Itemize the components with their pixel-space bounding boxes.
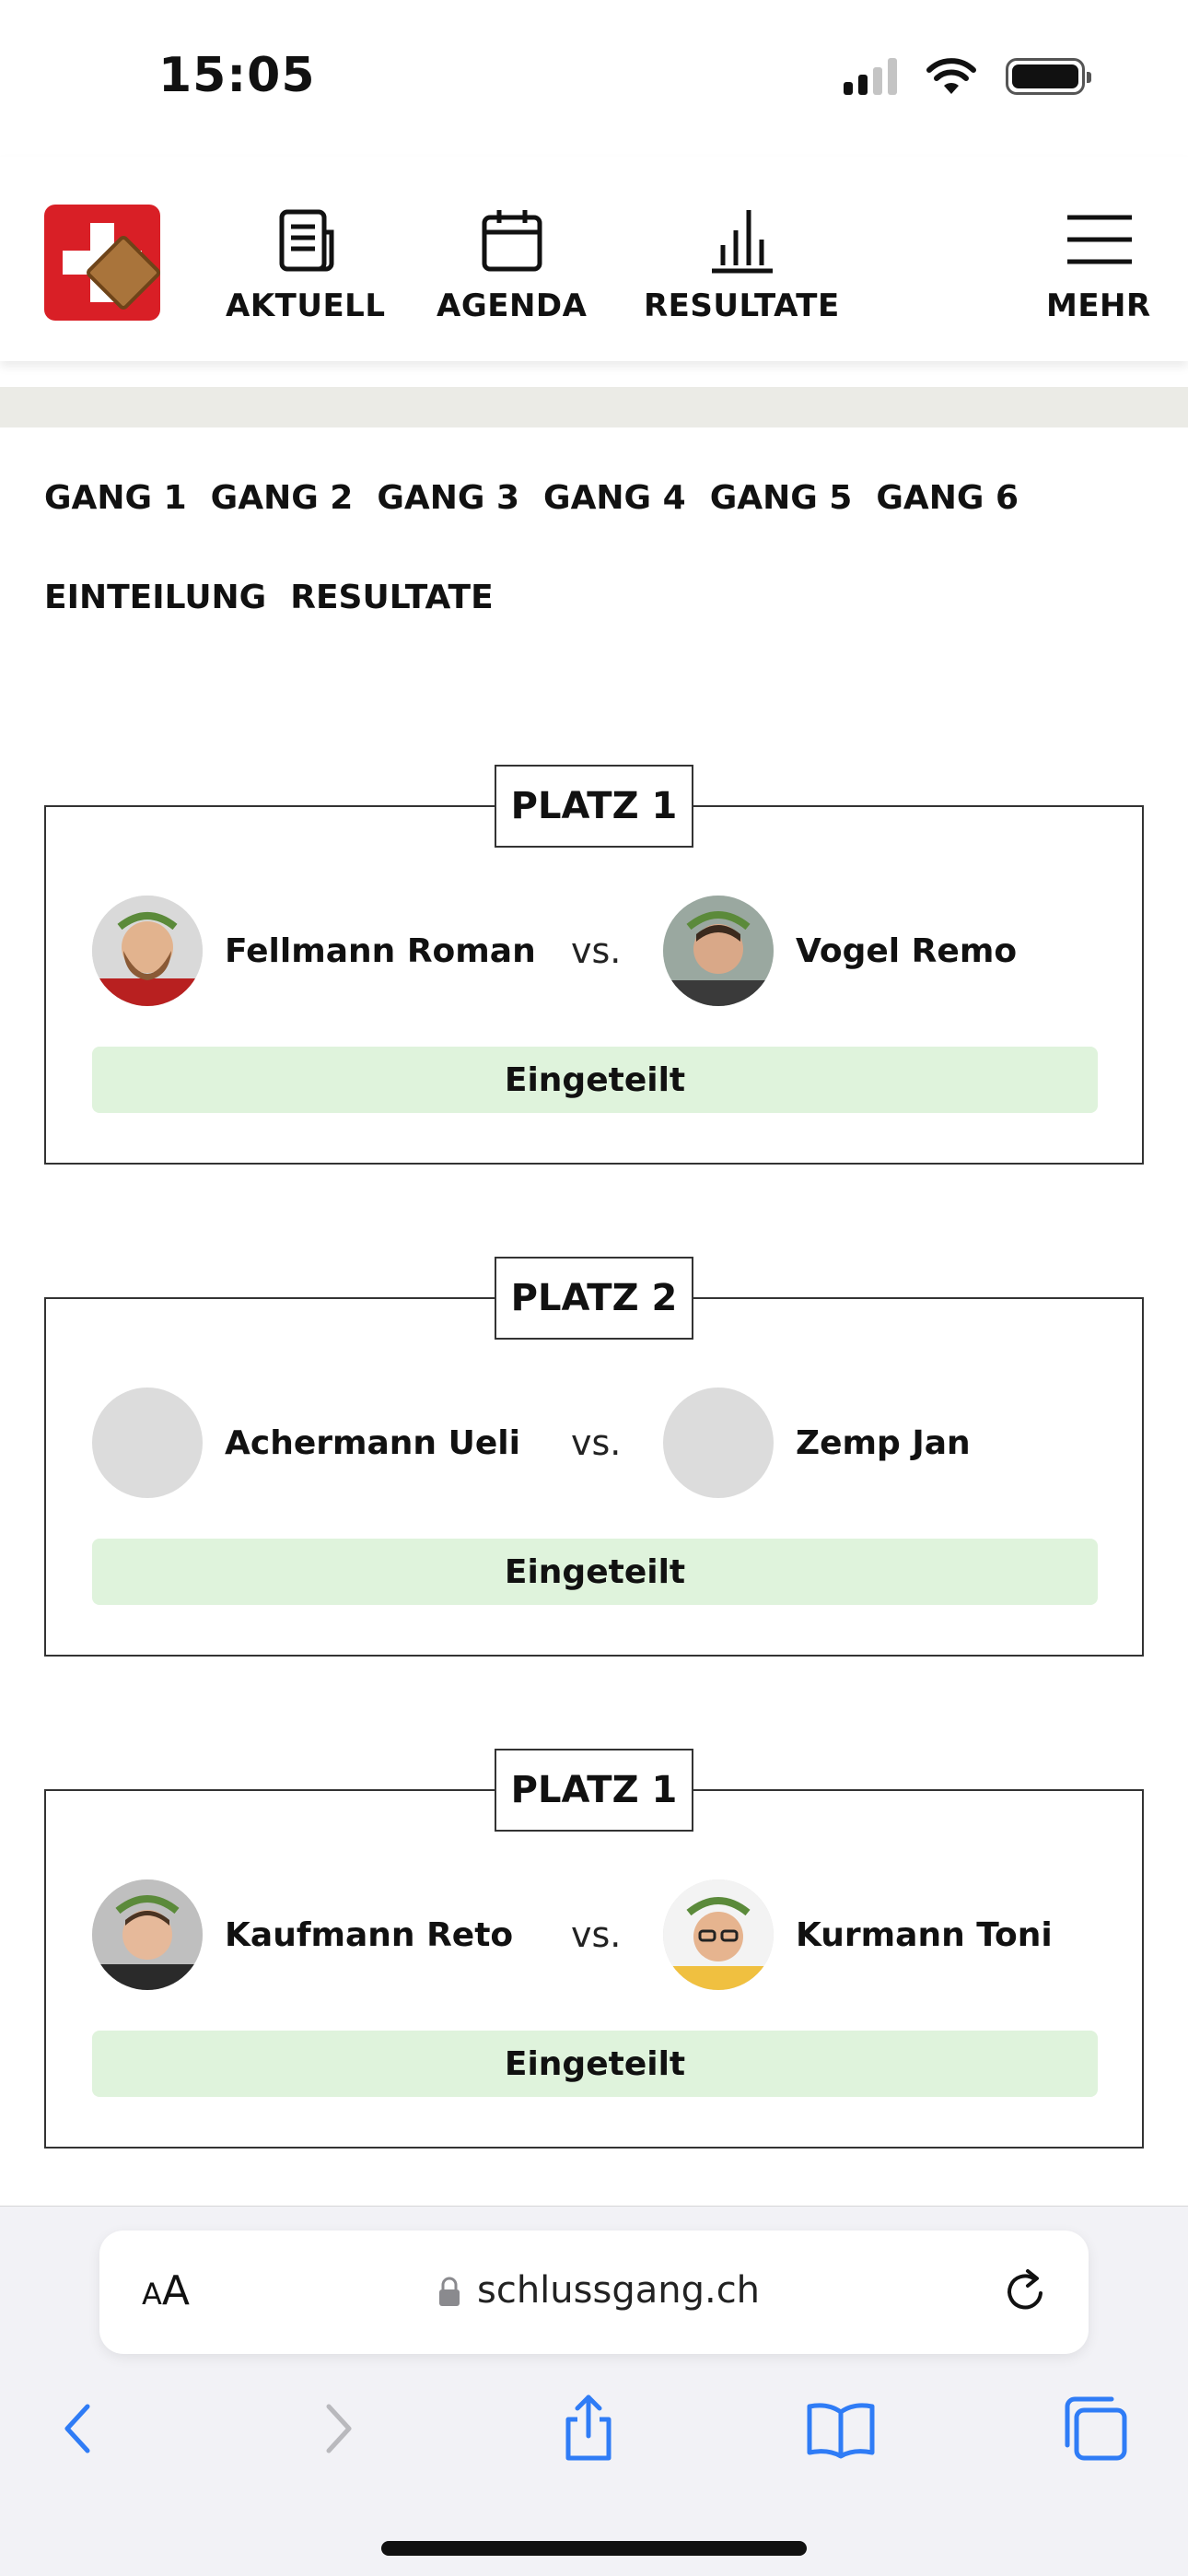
nav-mehr[interactable]: MEHR: [1046, 205, 1151, 324]
share-button[interactable]: [547, 2387, 630, 2470]
player-photo-icon: [663, 1879, 774, 1990]
url-text: schlussgang.ch: [477, 2269, 761, 2312]
nav-agenda[interactable]: AGENDA: [437, 205, 587, 324]
tab-resultate[interactable]: RESULTATE: [290, 579, 494, 616]
book-icon: [807, 2403, 875, 2459]
player-name: Zemp Jan: [796, 1423, 971, 1462]
player-photo-icon: [663, 896, 774, 1006]
top-navigation: AKTUELL AGENDA RESULTATE MEHR: [0, 157, 1188, 361]
sub-tabs: EINTEILUNG RESULTATE: [44, 579, 494, 616]
reload-icon[interactable]: [1000, 2266, 1052, 2317]
nav-aktuell-label: AKTUELL: [226, 287, 386, 324]
player-avatar-placeholder: [663, 1388, 774, 1498]
bar-chart-icon: [712, 210, 774, 274]
player-name: Kurmann Toni: [796, 1915, 1053, 1954]
aa-small-label: A: [142, 2277, 162, 2312]
player-name: Vogel Remo: [796, 931, 1018, 970]
player-name: Fellmann Roman: [225, 931, 536, 970]
match-card: PLATZ 2 Achermann Ueli vs. Zemp Jan Eing…: [44, 1257, 1144, 1657]
forward-button[interactable]: [297, 2387, 379, 2470]
versus-label: vs.: [571, 931, 622, 971]
lock-icon: [439, 2277, 460, 2306]
match-title: PLATZ 1: [495, 1749, 693, 1832]
match-card: PLATZ 1 Kaufmann Reto vs. Kurmann: [44, 1749, 1144, 2149]
wifi-icon: [926, 58, 976, 94]
nav-mehr-label: MEHR: [1046, 287, 1151, 324]
status-time: 15:05: [158, 48, 316, 103]
tab-gang-1[interactable]: GANG 1: [44, 479, 187, 517]
player-name: Achermann Ueli: [225, 1423, 520, 1462]
player-left[interactable]: Fellmann Roman: [92, 896, 536, 1006]
back-button[interactable]: [37, 2387, 120, 2470]
versus-label: vs.: [571, 1914, 622, 1955]
status-badge: Eingeteilt: [92, 1047, 1098, 1113]
nav-agenda-label: AGENDA: [437, 287, 588, 324]
home-indicator: [381, 2541, 807, 2556]
battery-icon: [1006, 58, 1091, 95]
section-divider-band: [0, 387, 1188, 427]
schlussgang-logo[interactable]: [44, 205, 160, 321]
tab-gang-5[interactable]: GANG 5: [709, 479, 853, 517]
tab-gang-2[interactable]: GANG 2: [210, 479, 354, 517]
status-bar: 15:05: [0, 0, 1188, 157]
calendar-icon: [482, 210, 542, 272]
status-badge: Eingeteilt: [92, 2031, 1098, 2097]
player-avatar: [663, 1879, 774, 1990]
player-avatar: [92, 1879, 203, 1990]
player-avatar: [663, 896, 774, 1006]
chevron-right-icon: [326, 2404, 352, 2453]
player-photo-icon: [92, 896, 203, 1006]
address-bar[interactable]: AA schlussgang.ch: [99, 2231, 1089, 2354]
share-icon: [565, 2395, 611, 2461]
player-right[interactable]: Zemp Jan: [663, 1388, 971, 1498]
menu-icon: [1066, 215, 1132, 264]
match-title: PLATZ 1: [495, 765, 693, 848]
status-badge: Eingeteilt: [92, 1539, 1098, 1605]
tabs-button[interactable]: [1054, 2387, 1136, 2470]
bookmarks-button[interactable]: [799, 2387, 882, 2470]
player-name: Kaufmann Reto: [225, 1915, 514, 1954]
versus-label: vs.: [571, 1423, 622, 1463]
tab-einteilung[interactable]: EINTEILUNG: [44, 579, 267, 616]
tab-gang-4[interactable]: GANG 4: [543, 479, 686, 517]
match-card: PLATZ 1 Fellmann Roman vs. Vogel Remo: [44, 765, 1144, 1165]
gang-tabs: GANG 1 GANG 2 GANG 3 GANG 4 GANG 5 GANG …: [44, 479, 1019, 517]
chevron-left-icon: [64, 2404, 90, 2453]
player-avatar-placeholder: [92, 1388, 203, 1498]
match-title: PLATZ 2: [495, 1257, 693, 1340]
newspaper-icon: [279, 209, 334, 272]
nav-aktuell[interactable]: AKTUELL: [226, 205, 386, 324]
cellular-signal-icon: [844, 58, 897, 95]
player-left[interactable]: Achermann Ueli: [92, 1388, 520, 1498]
player-left[interactable]: Kaufmann Reto: [92, 1879, 513, 1990]
player-right[interactable]: Vogel Remo: [663, 896, 1017, 1006]
tabs-icon: [1065, 2396, 1127, 2461]
tab-gang-6[interactable]: GANG 6: [876, 479, 1019, 517]
status-icons: [844, 57, 1091, 96]
browser-chrome: AA schlussgang.ch: [0, 2206, 1188, 2576]
tab-gang-3[interactable]: GANG 3: [377, 479, 520, 517]
browser-toolbar: [0, 2387, 1188, 2488]
reader-settings-button[interactable]: AA: [142, 2267, 190, 2314]
player-photo-icon: [92, 1879, 203, 1990]
player-right[interactable]: Kurmann Toni: [663, 1879, 1053, 1990]
nav-resultate[interactable]: RESULTATE: [644, 205, 840, 324]
aa-large-label: A: [161, 2267, 190, 2314]
player-avatar: [92, 896, 203, 1006]
nav-resultate-label: RESULTATE: [644, 287, 840, 324]
